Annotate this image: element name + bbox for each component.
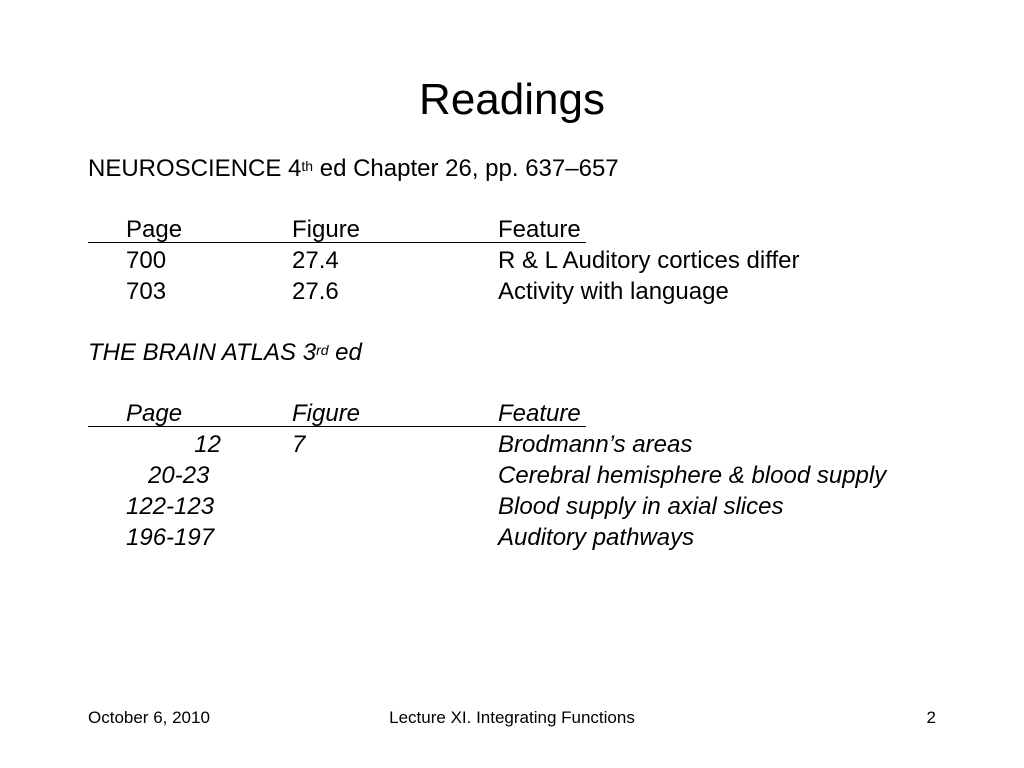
book2-title: THE BRAIN ATLAS 3rd ed xyxy=(88,339,362,367)
book2-row-page: 12 xyxy=(194,431,221,458)
book2-row-page: 196-197 xyxy=(126,524,215,551)
book1-row-page: 700 xyxy=(126,247,167,274)
book2-title-main: THE BRAIN ATLAS 3 xyxy=(88,339,317,366)
book1-title-superscript: th xyxy=(301,158,314,174)
book1-header-figure: Figure xyxy=(292,216,361,243)
book2-title-superscript: rd xyxy=(316,342,329,358)
book1-row-feature: R & L Auditory cortices differ xyxy=(498,247,800,274)
book2-row-feature: Auditory pathways xyxy=(498,524,695,551)
book2-header-page: Page xyxy=(126,400,183,427)
book1-header-underline xyxy=(88,242,586,243)
book1-row-figure: 27.6 xyxy=(292,278,339,305)
slide-title: Readings xyxy=(419,75,605,124)
book1-header-feature: Feature xyxy=(498,216,581,243)
book1-header-page: Page xyxy=(126,216,183,243)
footer-page-number: 2 xyxy=(926,708,936,727)
book2-header-feature: Feature xyxy=(498,400,581,427)
book2-row-feature: Blood supply in axial slices xyxy=(498,493,784,520)
book1-title-main: NEUROSCIENCE 4 xyxy=(88,155,302,182)
book1-title-rest: ed Chapter 26, pp. 637–657 xyxy=(313,155,619,182)
book2-header-underline xyxy=(88,426,586,427)
book2-row-feature: Cerebral hemisphere & blood supply xyxy=(498,462,887,489)
book1-row-feature: Activity with language xyxy=(498,278,729,305)
footer-lecture-title: Lecture XI. Integrating Functions xyxy=(389,708,635,727)
book1-title: NEUROSCIENCE 4th ed Chapter 26, pp. 637–… xyxy=(88,155,619,183)
book2-row-page: 20-23 xyxy=(148,462,210,489)
book1-row-page: 703 xyxy=(126,278,167,305)
book2-title-rest: ed xyxy=(328,339,362,366)
footer-date: October 6, 2010 xyxy=(88,708,210,727)
book2-header-figure: Figure xyxy=(292,400,361,427)
book1-row-figure: 27.4 xyxy=(292,247,339,274)
book2-row-feature: Brodmann’s areas xyxy=(498,431,693,458)
book2-row-figure: 7 xyxy=(292,431,306,458)
book2-row-page: 122-123 xyxy=(126,493,215,520)
